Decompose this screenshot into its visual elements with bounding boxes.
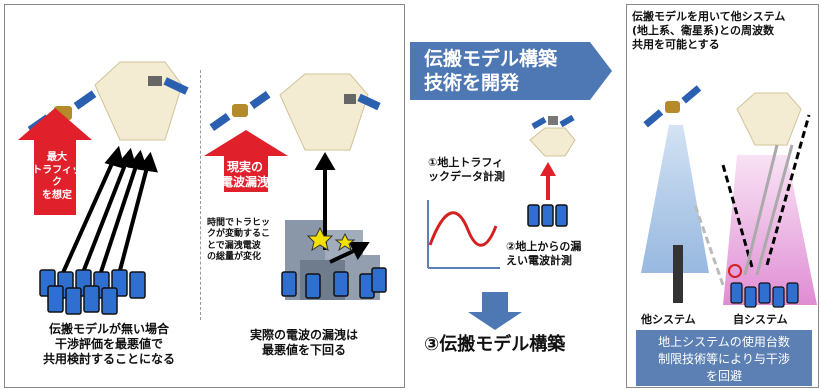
phones-left xyxy=(39,269,146,315)
step3-label: ③伝搬モデル構築 xyxy=(424,334,566,355)
satellite-icon-left-2 xyxy=(148,76,189,95)
coverage-area-center xyxy=(529,127,576,157)
caption-no-model: 伝搬モデルが無い場合 干渉評価を最悪値で 共用検討することになる xyxy=(42,322,175,366)
satellite-icon-right-1 xyxy=(643,85,702,128)
banner-text: 伝搬モデル構築 技術を開発 xyxy=(424,48,558,94)
satellite-icon-center xyxy=(531,114,575,130)
right-panel xyxy=(626,4,819,388)
other-system-label: 他システム xyxy=(641,313,696,326)
caption-actual-leak: 実際の電波の漏洩は 最悪値を下回る xyxy=(249,328,358,357)
coverage-area-mid xyxy=(279,73,369,151)
down-arrow xyxy=(468,292,522,330)
right-illustration xyxy=(641,85,817,308)
phones-right xyxy=(730,282,799,308)
phones-mid xyxy=(281,267,387,299)
phones-center xyxy=(527,204,568,227)
own-system-label: 自システム xyxy=(733,313,788,326)
step1-label: ①地上トラフィ ックデータ計測 xyxy=(428,156,505,183)
step2-label: ②地上からの漏 えい電波計測 xyxy=(506,240,582,267)
real-leak-arrow xyxy=(204,130,288,192)
other-system-tower xyxy=(673,245,683,303)
coverage-area-left xyxy=(94,61,183,141)
satellite-icon-mid-2 xyxy=(344,93,381,111)
banner-arrow xyxy=(410,42,612,100)
upward-arrow xyxy=(540,162,556,200)
banner: 伝搬モデル構築 技術を開発 xyxy=(410,42,618,100)
satellite-icon-mid-1 xyxy=(209,90,271,132)
coverage-area-right xyxy=(736,92,802,146)
prohibited-icon xyxy=(728,264,742,278)
real-leak-label: 現実の 電波漏洩 xyxy=(220,160,269,189)
max-traffic-label: 最大 トラフィック を想定 xyxy=(32,152,82,201)
traffic-variation-note: 時間でトラヒッ クが変動するこ とで漏洩電波 の総量が変化 xyxy=(207,218,271,262)
avoidance-note: 地上システムの使用台数 制限技術等により与干渉 を回避 xyxy=(636,330,812,386)
traffic-graph xyxy=(427,200,500,269)
panel-divider xyxy=(200,70,201,320)
right-panel-title: 伝搬モデルを用いて他システム (地上系、衛星系)との周波数 共用を可能とする xyxy=(632,10,786,51)
max-traffic-arrow xyxy=(18,108,92,215)
